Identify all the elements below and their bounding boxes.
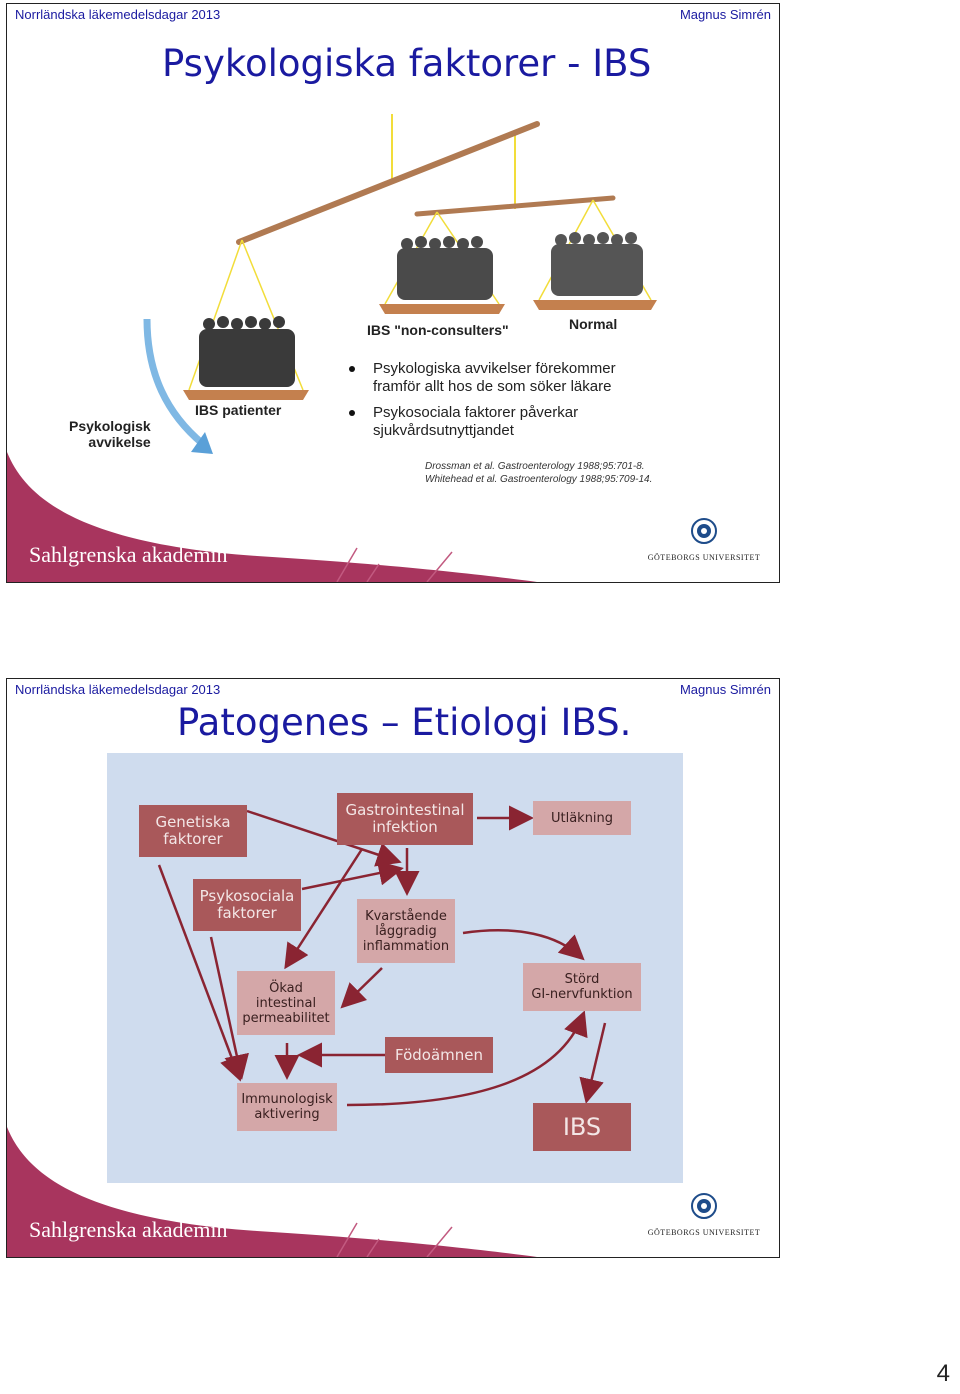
slide-title: Patogenes – Etiologi IBS. [177,701,632,744]
bullet-item: Psykologiska avvikelser förekommer framf… [345,360,616,396]
university-name: GÖTEBORGS UNIVERSITET [647,553,761,562]
bullet-line: sjukvårdsutnyttjandet [373,422,514,439]
node-utlakning: Utläkning [533,801,631,835]
crowd-non-consulters [397,236,493,300]
university-name: GÖTEBORGS UNIVERSITET [647,1228,761,1237]
university-seal-icon [691,1193,717,1219]
bullet-line: Psykologiska avvikelser förekommer [373,360,616,377]
slide-title: Psykologiska faktorer - IBS [162,42,652,85]
slide-psykologiska-faktorer: Norrländska läkemedelsdagar 2013 Magnus … [6,3,780,583]
footer-brand: Sahlgrenska akademin [29,542,228,567]
label-psych-line2: avvikelse [88,434,151,450]
label-non-consulters: IBS "non-consulters" [367,322,509,338]
label-normal: Normal [569,316,618,332]
bullet-list: Psykologiska avvikelser förekommer framf… [345,360,616,448]
reference-item: Drossman et al. Gastroenterology 1988;95… [425,461,645,472]
label-psykologisk-avvikelse: Psykologisk avvikelse [69,418,151,450]
bullet-item: Psykosociala faktorer påverkar sjukvårds… [345,404,616,440]
university-logo: GÖTEBORGS UNIVERSITET [647,517,761,562]
header-event: Norrländska läkemedelsdagar 2013 [15,682,221,697]
references: Drossman et al. Gastroenterology 1988;95… [425,460,652,486]
header-author: Magnus Simrén [679,7,771,22]
header-event: Norrländska läkemedelsdagar 2013 [15,7,221,22]
node-ibs: IBS [533,1103,631,1151]
label-psych-line1: Psykologisk [69,418,151,434]
label-ibs-patients: IBS patienter [195,402,282,418]
slide-patogenes: Norrländska läkemedelsdagar 2013 Magnus … [6,678,780,1258]
bullet-line: Psykosociala faktorer påverkar [373,404,579,421]
balance-scale-illustration [143,114,657,454]
university-seal-icon [691,518,717,544]
brand-swoosh [7,452,537,582]
diagram-arrows [157,805,607,1107]
university-logo: GÖTEBORGS UNIVERSITET [647,1192,761,1237]
reference-item: Whitehead et al. Gastroenterology 1988;9… [425,474,653,485]
node-fodoamnen: Födoämnen [385,1037,493,1073]
page-number: 4 [936,1360,950,1387]
crowd-ibs-patients [199,316,295,387]
bullet-line: framför allt hos de som söker läkare [373,378,612,395]
header-author: Magnus Simrén [679,682,771,697]
footer-brand: Sahlgrenska akademin [29,1217,228,1242]
brand-swoosh [7,1127,537,1257]
crowd-normal [551,232,643,296]
